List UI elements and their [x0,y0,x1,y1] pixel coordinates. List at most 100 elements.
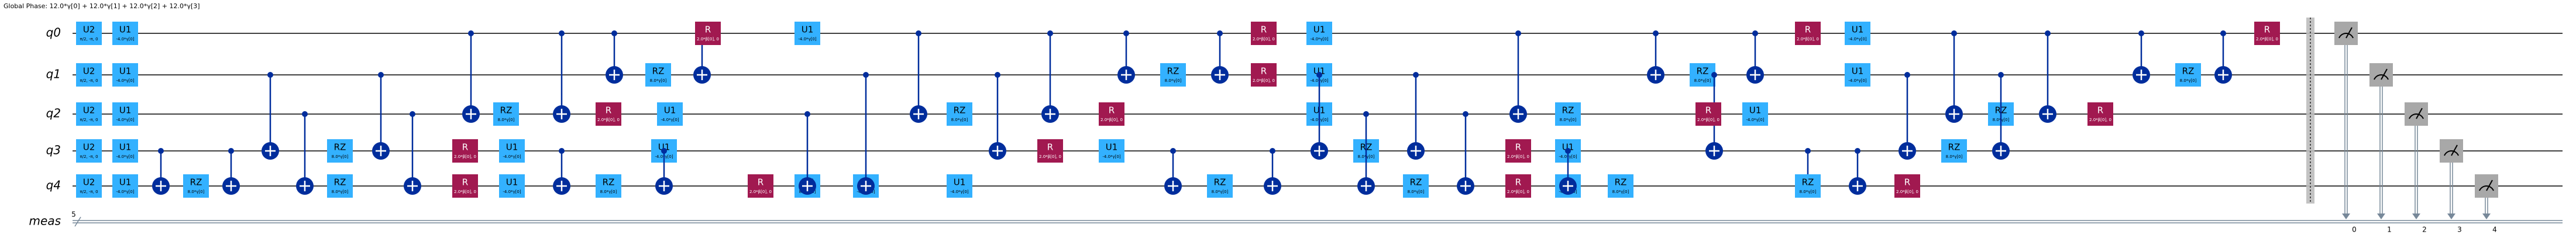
u1-init-q3-box [112,139,138,163]
gate-u1-74-param: -4.0*γ[0] [1848,37,1866,42]
gate-rz-65-param: 8.0*γ[0] [1694,78,1711,83]
gate-r-11-param: 2.0*β[0], 0 [454,190,476,194]
cnot-gate-19-control [611,30,617,36]
cnot-gate-85-control [2138,30,2144,36]
cnot-gate-87-control [2220,30,2226,36]
gate-r-68-param: 2.0*β[0], 0 [1697,118,1719,122]
u1-init-q2-param: -4.0*γ[0] [116,118,134,122]
gate-rz-33-label: RZ [954,105,966,116]
u1-init-q1-box [112,63,138,87]
measure-arrow-1 [2377,213,2385,219]
gate-u1-39-box [1099,139,1124,163]
gate-rz-80-param: 8.0*γ[0] [1946,154,1963,159]
cnot-gate-35-control [995,72,1000,78]
gate-r-78-box [1894,174,1920,198]
gate-rz-43-label: RZ [1214,177,1226,188]
gate-u1-24-param: -4.0*γ[0] [661,118,679,122]
gate-rz-18-param: 8.0*γ[0] [600,190,617,194]
gate-rz-6-label: RZ [334,177,346,188]
gate-r-88-label: R [2264,25,2270,35]
gate-u1-14-box [499,174,525,198]
gate-r-59-box [1505,174,1531,198]
cnot-gate-67-control [1711,72,1717,78]
cnot-gate-16-control [559,148,565,154]
gate-u1-60-label: U1 [1562,142,1574,153]
cnot-gate-2-control [228,148,234,154]
gate-rz-86-label: RZ [2182,66,2195,77]
u1-init-q2-label: U1 [119,105,132,116]
gate-r-26-param: 2.0*β[0], 0 [749,190,772,194]
gate-r-26-label: R [758,177,763,188]
measure-needle-4 [2486,180,2493,191]
gate-u1-48-box [1306,22,1332,45]
classical-label: meas [29,214,61,228]
cnot-gate-22-control [661,148,667,154]
gate-rz-65-label: RZ [1697,66,1709,77]
gate-u1-49-label: U1 [1313,66,1326,77]
gate-u1-21-label: U1 [658,142,670,153]
gate-rz-80-label: RZ [1948,142,1961,153]
gate-r-68-box [1695,102,1721,126]
u2-q2-box [76,102,102,126]
gate-r-26-box [748,174,773,198]
gate-r-72-box [1795,22,1821,45]
gate-r-58-param: 2.0*β[0], 0 [1507,154,1529,159]
gate-rz-73-param: 8.0*γ[0] [1800,190,1817,194]
gate-u1-27-label: U1 [802,25,814,35]
gate-rz-86-box [2175,63,2201,87]
qubit-label-3: q3 [46,143,61,157]
u1-init-q0-box [112,22,138,45]
gate-u1-13-param: -4.0*γ[0] [503,154,521,159]
gate-rz-66-param: 8.0*γ[0] [1560,118,1577,122]
measure-index-1: 1 [2387,226,2392,234]
gate-u1-34-box [947,174,972,198]
measure-needle-0 [2345,27,2353,39]
gate-rz-65-box [1690,63,1715,87]
gate-r-38-param: 2.0*β[0], 0 [1100,118,1123,122]
gate-r-58-label: R [1515,142,1521,153]
cnot-gate-56-control [1463,111,1468,117]
gate-rz-43-box [1207,174,1233,198]
gate-rz-55-box [1403,174,1429,198]
gate-rz-66-box [1555,102,1581,126]
gate-rz-5-label: RZ [334,142,346,153]
gate-r-78-param: 2.0*β[0], 0 [1896,190,1918,194]
gate-u1-27-param: -4.0*γ[0] [798,37,816,42]
u1-init-q0-label: U1 [119,25,132,35]
gate-r-88-box [2254,22,2280,45]
classical-bus-slash [74,216,81,227]
gate-rz-1-box [183,174,209,198]
u2-q3-param: π/2, -π, 0 [80,154,98,159]
gate-rz-5-param: 8.0*γ[0] [332,154,349,159]
u1-init-q4-param: -4.0*γ[0] [116,190,134,194]
gate-rz-63-box [1608,174,1633,198]
u1-init-q3-param: -4.0*γ[0] [116,154,134,159]
measure-arrow-0 [2342,213,2350,219]
cnot-gate-76-control [1855,148,1860,154]
cnot-gate-4-control [302,111,308,117]
cnot-gate-8-control [410,111,415,117]
gate-r-46-box [1251,63,1277,87]
gate-rz-80-box [1941,139,1967,163]
gate-rz-20-box [645,63,671,87]
gate-r-68-label: R [1705,105,1711,116]
gate-r-10-param: 2.0*β[0], 0 [454,154,476,159]
qubit-label-2: q2 [46,106,61,120]
cnot-gate-3-control [267,72,273,78]
cnot-gate-32-control [916,30,921,36]
gate-r-25-param: 2.0*β[0], 0 [697,37,719,42]
measure-arrow-2 [2412,213,2420,219]
cnot-gate-53-control [1363,111,1369,117]
gate-u1-24-box [657,102,683,126]
gate-rz-55-param: 8.0*γ[0] [1408,190,1425,194]
measure-needle-2 [2416,108,2423,119]
gate-r-10-box [452,139,478,163]
gate-rz-18-label: RZ [603,177,615,188]
gate-u1-75-param: -4.0*γ[0] [1848,78,1866,83]
u1-init-q4-box [112,174,138,198]
u2-q1-label: U2 [83,66,95,77]
gate-r-45-label: R [1261,25,1267,35]
gate-r-58-box [1505,139,1531,163]
gate-u1-14-param: -4.0*γ[0] [503,190,521,194]
